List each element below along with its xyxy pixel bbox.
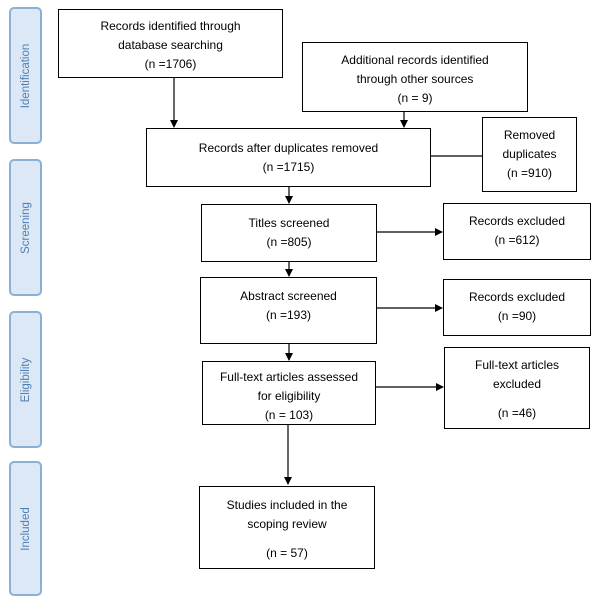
records-after-duplicates-box: Records after duplicates removed (n =171… [146,128,431,187]
studies-included-box: Studies included in the scoping review (… [199,486,375,569]
box-text: Records identified through [100,19,241,33]
box-text: scoping review [247,517,327,531]
box-count: (n = 9) [397,91,433,105]
box-count: (n = 57) [266,546,308,560]
box-text: excluded [492,377,542,391]
phase-eligibility-label: Eligibility [19,357,32,402]
box-count: (n = 103) [264,408,314,422]
phase-included-label: Included [19,506,32,551]
records-identified-database-box: Records identified through database sear… [58,9,283,78]
box-count: (n =1715) [262,160,315,174]
box-text: Full-text articles assessed [219,370,359,384]
box-count: (n =910) [506,166,553,180]
box-text: Additional records identified [341,53,489,67]
titles-records-excluded-box: Records excluded (n =612) [443,203,591,260]
box-count: (n =612) [494,233,540,247]
abstract-records-excluded-box: Records excluded (n =90) [443,279,591,336]
phase-screening-label: Screening [19,201,32,254]
phase-screening: Screening [9,159,42,296]
phase-identification-label: Identification [19,43,32,108]
titles-screened-box: Titles screened (n =805) [201,204,377,262]
abstract-screened-box: Abstract screened (n =193) [200,277,377,344]
box-count: (n =46) [497,406,537,420]
box-text: Studies included in the [226,498,348,512]
box-count: (n =1706) [144,57,197,71]
box-text: Full-text articles [474,358,560,372]
box-text: through other sources [356,72,474,86]
box-text: database searching [118,38,223,52]
phase-identification: Identification [9,7,42,144]
box-count: (n =805) [266,235,312,249]
box-count: (n =193) [265,308,312,322]
fulltext-excluded-box: Full-text articles excluded (n =46) [444,347,590,429]
box-text: duplicates [502,147,557,161]
box-spacer [445,394,589,404]
box-text: Abstract screened [240,289,337,303]
box-text: Records excluded [468,214,566,228]
box-text: Records excluded [468,290,566,304]
additional-records-box: Additional records identified through ot… [302,42,528,112]
box-text: Titles screened [248,216,330,230]
box-count: (n =90) [497,309,537,323]
box-text: for eligibility [257,389,321,403]
phase-eligibility: Eligibility [9,311,42,448]
box-text: Removed [503,128,556,142]
fulltext-assessed-box: Full-text articles assessed for eligibil… [202,361,376,425]
phase-included: Included [9,461,42,596]
box-text: Records after duplicates removed [198,141,379,155]
removed-duplicates-box: Removed duplicates (n =910) [482,117,577,192]
box-spacer [200,534,374,544]
